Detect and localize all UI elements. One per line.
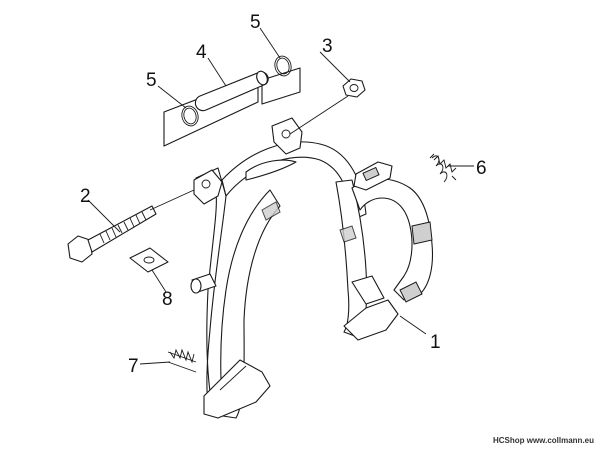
- callout-5a: 5: [146, 70, 157, 91]
- o-ring-right: [274, 55, 292, 77]
- callout-5b: 5: [250, 12, 261, 33]
- o-ring-left: [181, 105, 199, 127]
- nut-part-3: [342, 78, 366, 98]
- pin-part-4: [194, 70, 269, 112]
- center-stand-part-1: [190, 117, 434, 419]
- callout-6: 6: [476, 158, 487, 179]
- callout-3: 3: [322, 36, 333, 57]
- callout-1: 1: [430, 332, 441, 353]
- spring-part-7: [167, 348, 197, 373]
- bolt-part-2: [67, 205, 157, 263]
- callout-labels: 1 2 3 4 5 5 6 7 8: [80, 12, 487, 377]
- pivot-boss: [190, 273, 217, 294]
- source-credit: HCShop www.collmann.eu: [492, 436, 594, 445]
- spring-part-6: [429, 153, 457, 183]
- callout-7: 7: [128, 356, 139, 377]
- pin-assembly: [163, 55, 301, 147]
- callout-8: 8: [162, 289, 173, 310]
- leader-lines: [87, 27, 474, 365]
- clip-nut-part-8: [129, 247, 169, 273]
- callout-2: 2: [80, 186, 91, 207]
- callout-4: 4: [196, 42, 207, 63]
